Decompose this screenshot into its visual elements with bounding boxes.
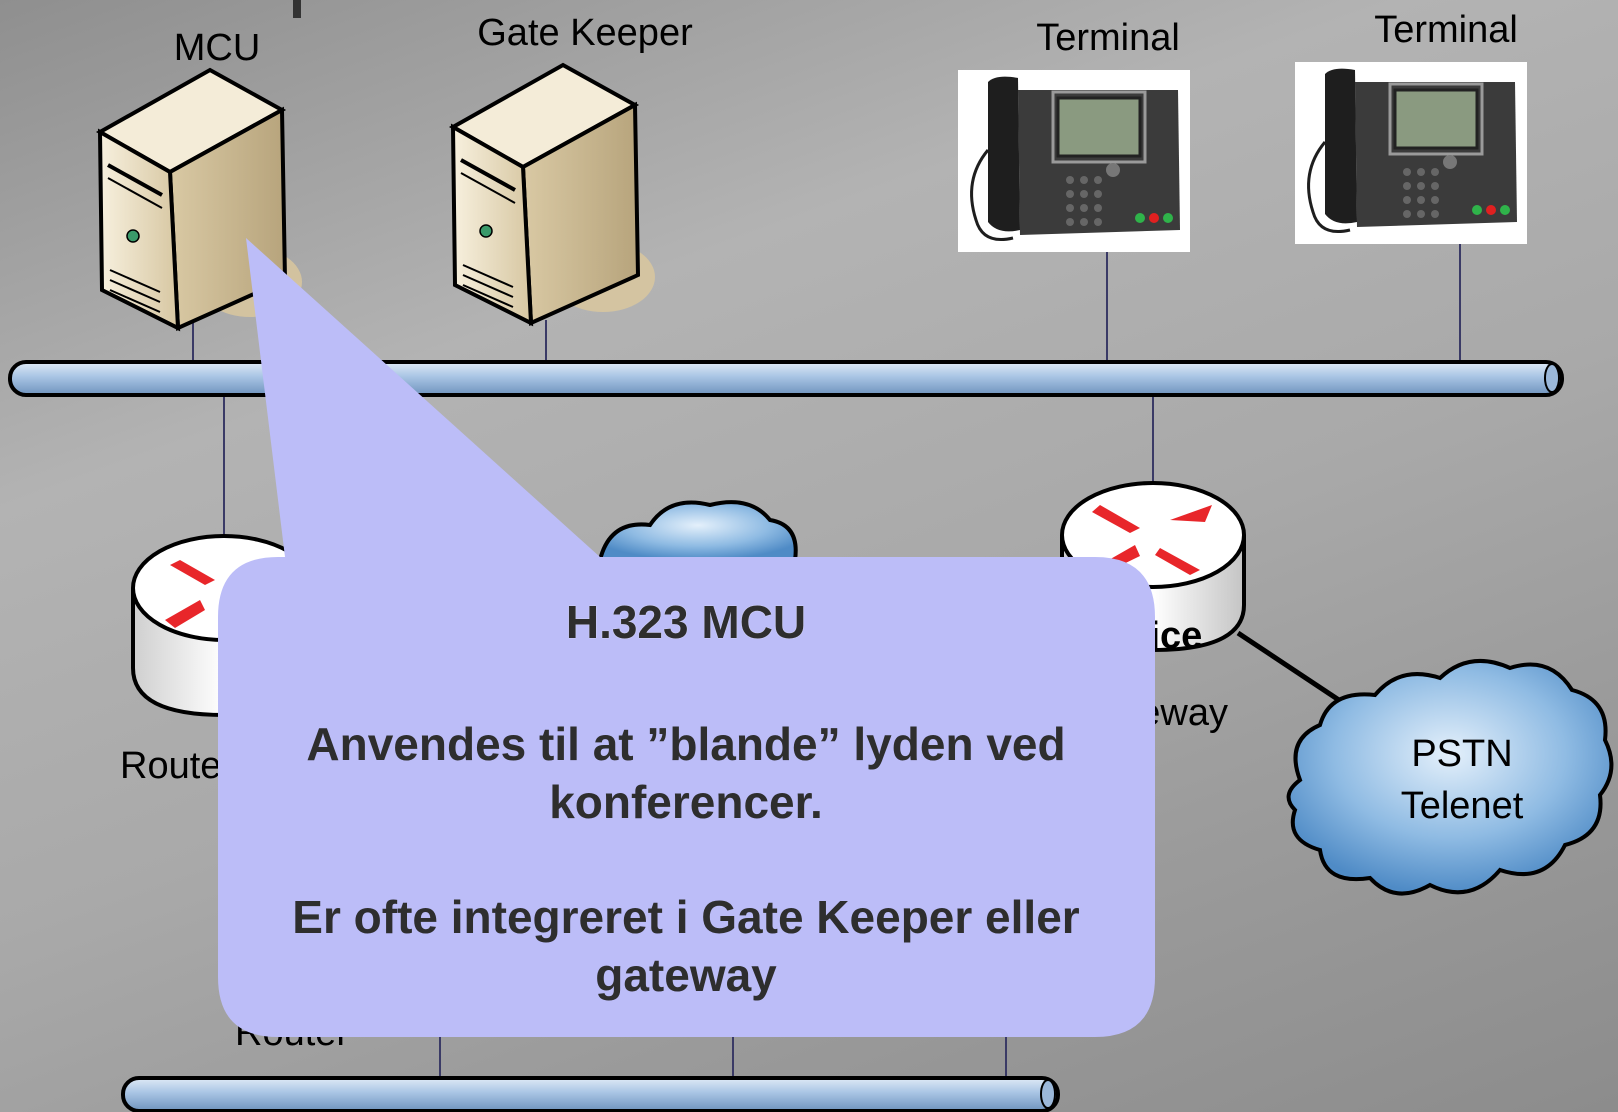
pstn-cloud-icon: [1286, 659, 1614, 896]
terminal1-phone-icon: [958, 70, 1190, 252]
callout-title: H.323 MCU: [566, 596, 806, 648]
router-left-label: Router: [120, 745, 234, 787]
top-network-bus: [8, 360, 1564, 397]
callout-line1: Anvendes til at ”blande” lyden ved: [306, 718, 1065, 770]
gatekeeper-server-icon: [448, 62, 655, 327]
terminal1-label: Terminal: [1036, 17, 1180, 59]
callout-line4: gateway: [595, 949, 777, 1001]
terminal2-label: Terminal: [1374, 9, 1518, 51]
mcu-server-icon: [95, 67, 302, 332]
internet-cloud-icon: [597, 500, 798, 562]
bottom-network-bus: [121, 1076, 1060, 1112]
slide-mark: [293, 0, 301, 18]
connector-lines: [192, 243, 1461, 1080]
pstn-label-line1: PSTN: [1411, 733, 1512, 775]
pstn-label-line2: Telenet: [1401, 785, 1524, 827]
gatekeeper-label: Gate Keeper: [477, 12, 693, 54]
callout-line3: Er ofte integreret i Gate Keeper eller: [292, 891, 1079, 943]
mcu-callout: H.323 MCU Anvendes til at ”blande” lyden…: [218, 238, 1155, 1037]
mcu-label: MCU: [174, 27, 261, 69]
callout-line2: konferencer.: [549, 776, 823, 828]
terminal2-phone-icon: [1295, 62, 1527, 244]
